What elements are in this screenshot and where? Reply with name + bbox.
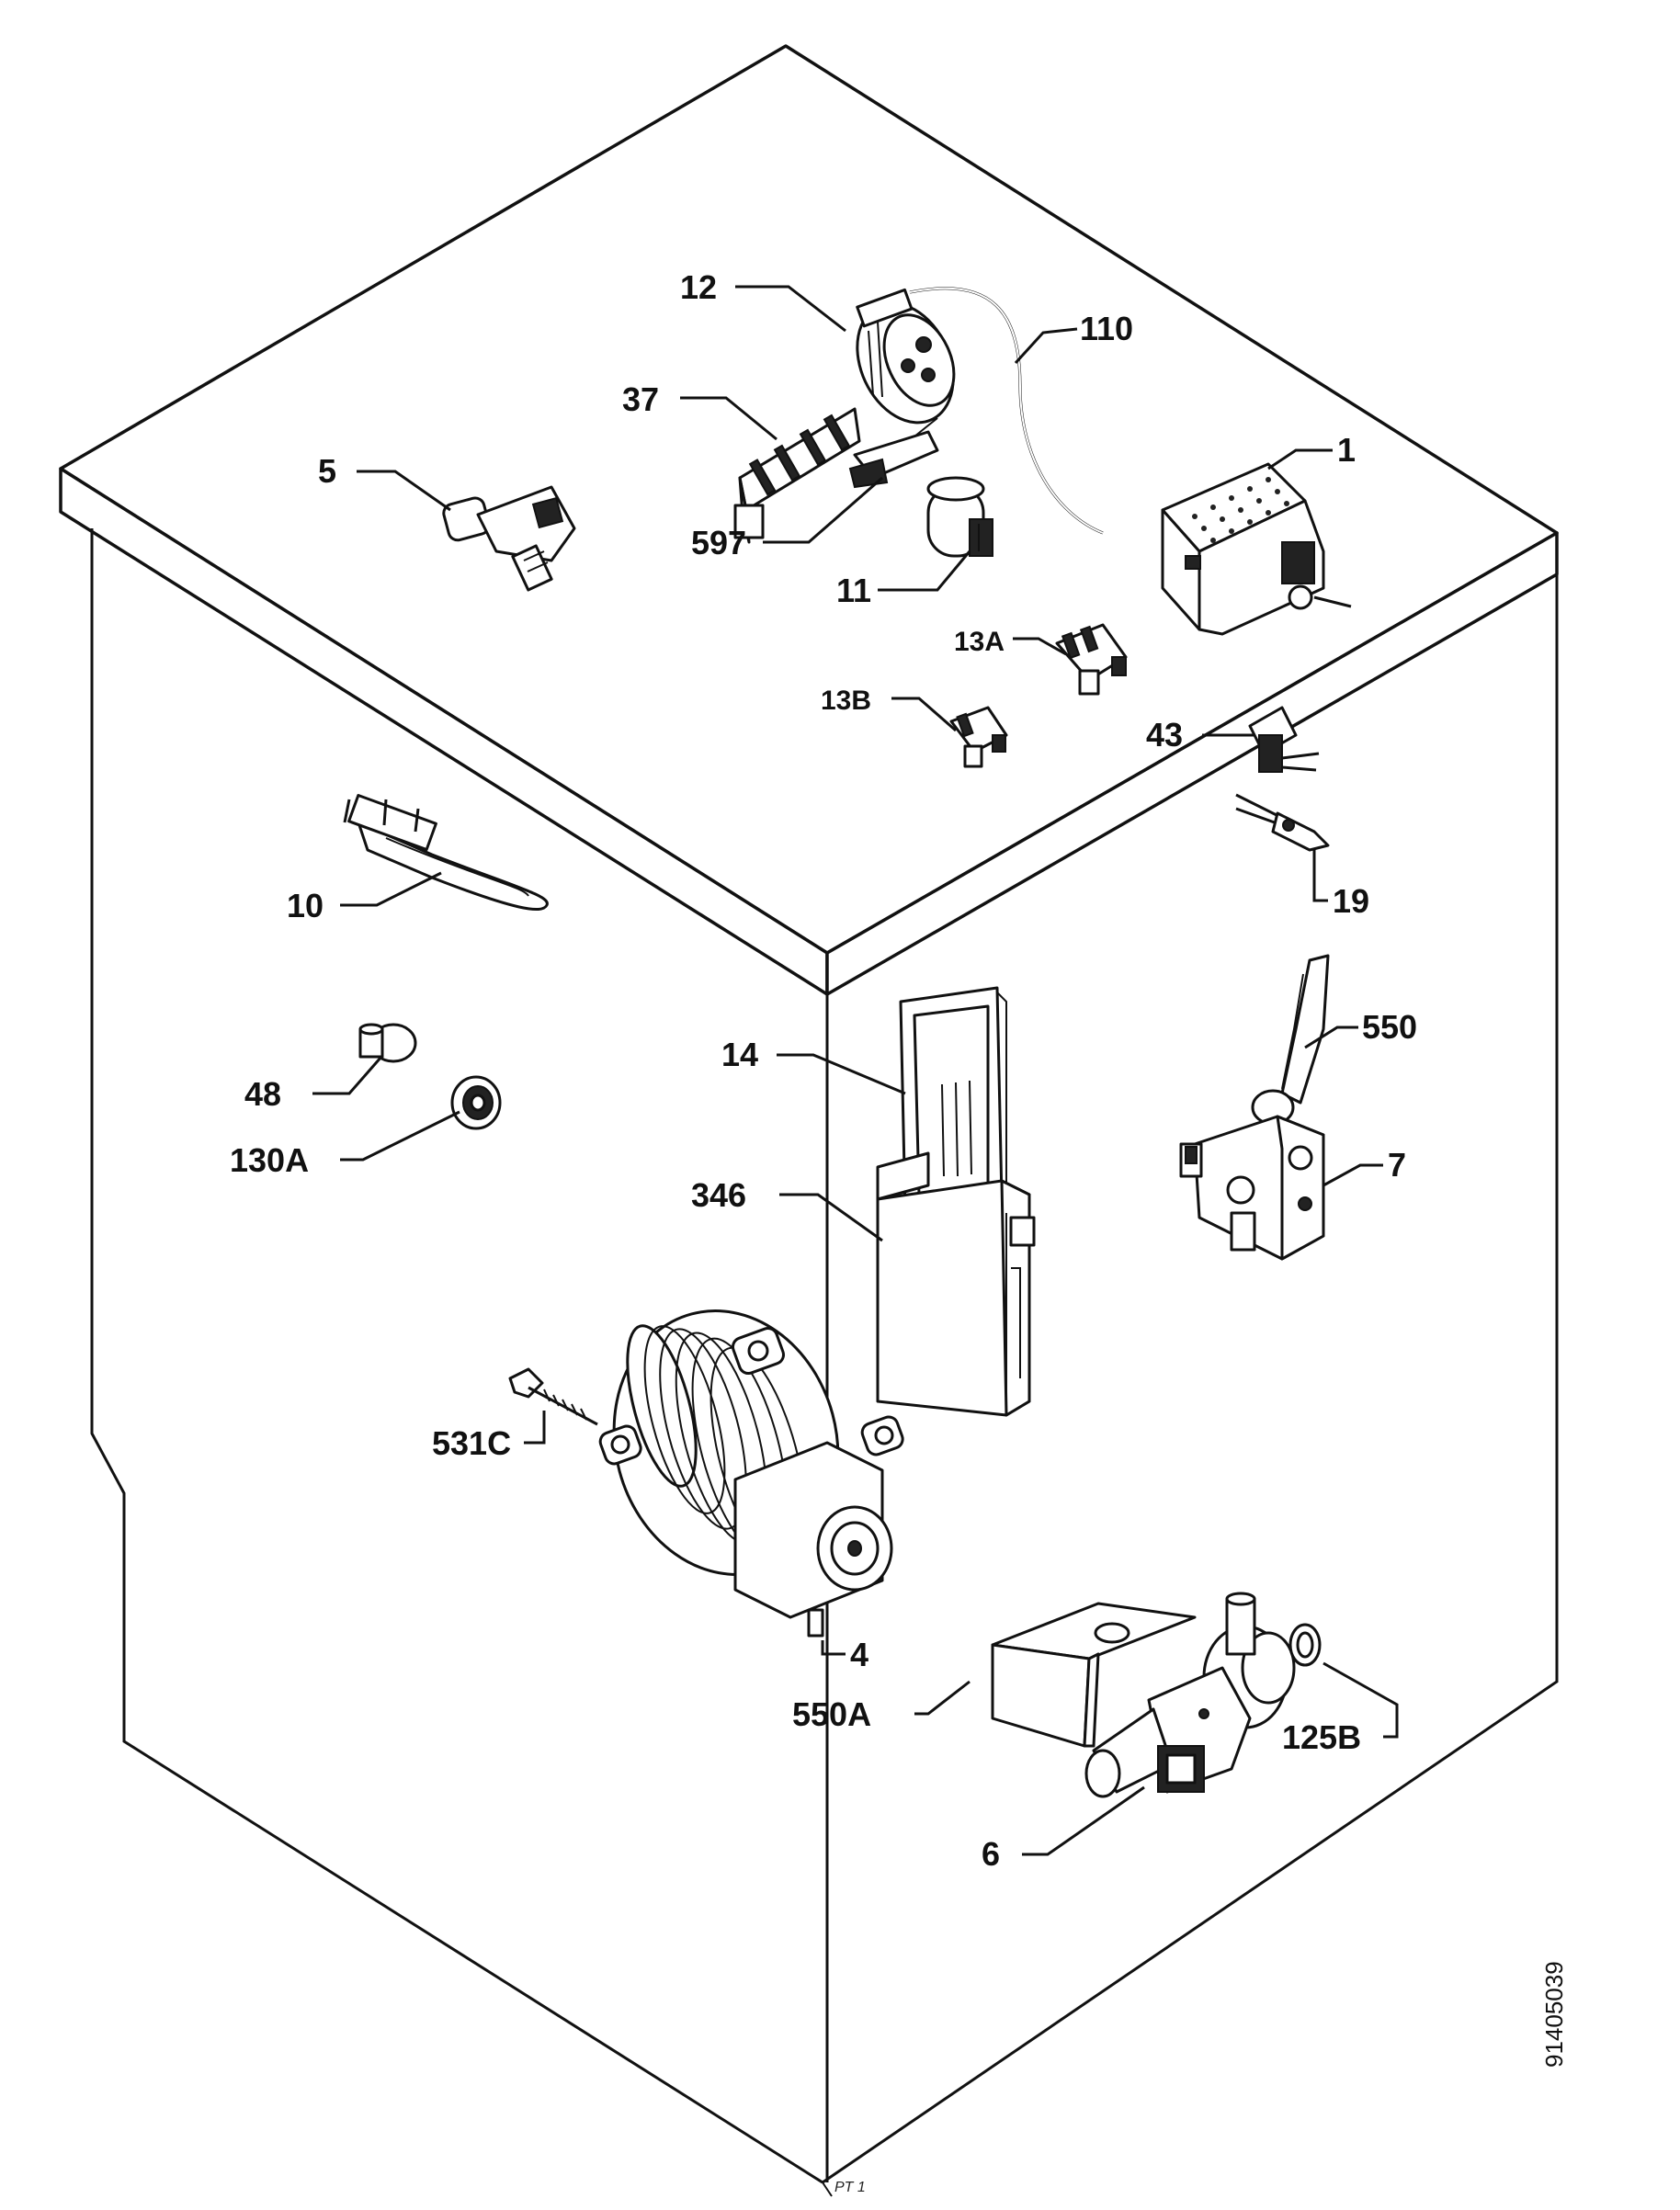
part-labels: 12 110 37 5 1 597 11 13A 13B 43 19 10 55… [230,268,1568,2195]
cabinet-side-panel-edge [822,574,1559,2184]
label-10: 10 [287,887,324,924]
label-1: 1 [1337,431,1356,469]
label-12: 12 [680,268,717,306]
part-13a-switch [1055,623,1128,696]
label-346: 346 [691,1176,746,1214]
label-37: 37 [622,380,659,418]
label-5: 5 [318,452,336,490]
part-5-solenoid-valve [442,485,576,592]
label-597: 597 [691,524,746,561]
part-110-hose [909,287,1104,535]
cabinet-top-surface [59,44,1559,955]
label-7: 7 [1388,1146,1406,1184]
part-6-drain-pump [1084,1592,1296,1798]
part-37-terminal-block [733,407,861,544]
label-125b: 125B [1282,1718,1361,1756]
label-43: 43 [1146,716,1183,754]
part-48-thermostat [358,1023,417,1063]
part-7-door-lock [1179,1115,1325,1261]
label-19: 19 [1333,882,1369,920]
label-531c: 531C [432,1424,511,1462]
label-550: 550 [1362,1008,1417,1046]
part-4-motor [598,1309,904,1638]
label-13b: 13B [821,686,871,716]
corner-mark: PT 1 [834,2180,866,2195]
part-11-capacitor [926,476,993,558]
part-531c-bolt [508,1367,598,1426]
part-19-sensor [1235,793,1330,852]
label-110: 110 [1080,310,1133,347]
label-130a: 130A [230,1141,309,1179]
cabinet-front-panel-edge [90,528,823,2184]
label-14: 14 [721,1036,758,1073]
part-550a-cover [991,1602,1197,1748]
leader-lines [312,285,1399,1856]
label-13a: 13A [954,627,1005,657]
part-346-dispenser-housing [876,1151,1036,1417]
part-1-programmer-timer [1161,462,1352,636]
drawing-number: 91405039 [1540,1961,1568,2068]
part-550-lever [1251,954,1330,1126]
label-11: 11 [836,572,871,609]
label-4: 4 [850,1636,868,1673]
part-43-connector [1248,706,1320,773]
part-13b-switch [949,706,1008,768]
part-125b-o-ring [1288,1623,1322,1667]
part-10-heating-element [343,794,549,911]
part-12-pressure-switch [856,288,956,425]
label-48: 48 [244,1075,281,1113]
part-130a-thermostat [450,1075,502,1130]
label-6: 6 [982,1835,1000,1873]
cabinet [59,44,1559,2197]
label-550a: 550A [792,1695,871,1733]
